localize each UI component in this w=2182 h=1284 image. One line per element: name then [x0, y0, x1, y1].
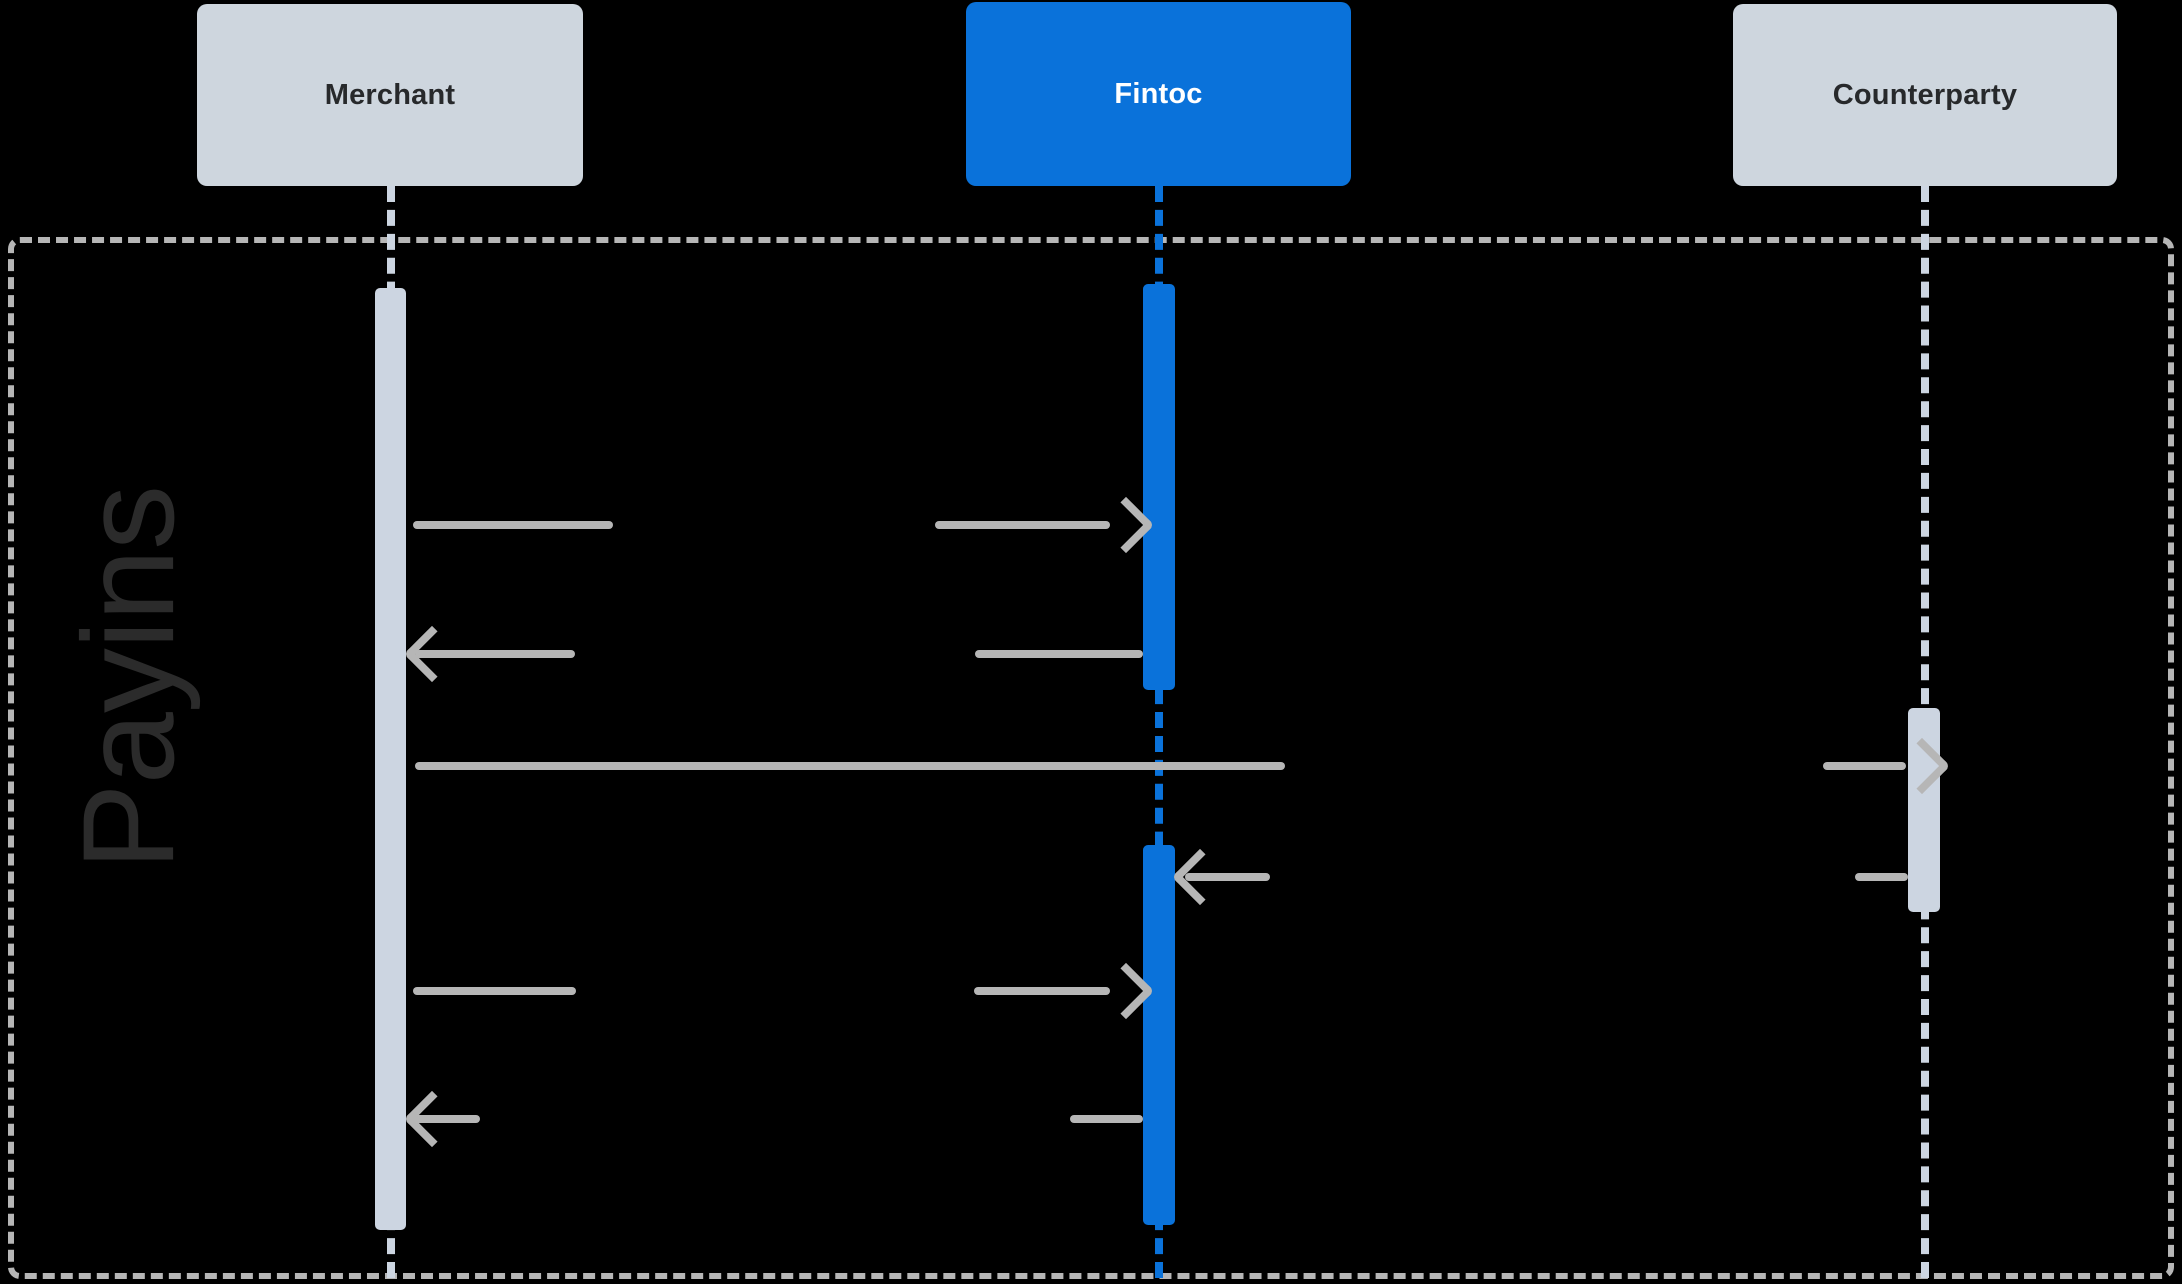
- message-line-3-right: [1823, 762, 1906, 770]
- fragment-title-payins: Payins: [55, 485, 202, 871]
- message-line-2-left: [415, 650, 575, 658]
- message-line-1-right: [935, 521, 1110, 529]
- activation-fintoc-first: [1143, 284, 1175, 690]
- fragment-payins: [8, 237, 2174, 1279]
- message-line-2-right: [975, 650, 1143, 658]
- message-line-4-left: [1185, 873, 1270, 881]
- message-line-4-right: [1855, 873, 1908, 881]
- participant-fintoc[interactable]: Fintoc: [966, 2, 1351, 186]
- activation-fintoc-second: [1143, 845, 1175, 1225]
- message-line-6-right: [1070, 1115, 1143, 1123]
- message-line-5-right: [974, 987, 1110, 995]
- message-line-5-left: [413, 987, 576, 995]
- participant-merchant[interactable]: Merchant: [197, 4, 583, 186]
- participant-label-fintoc: Fintoc: [1114, 77, 1203, 110]
- message-line-3-long: [415, 762, 1285, 770]
- participant-label-counterparty: Counterparty: [1832, 78, 2018, 111]
- activation-merchant: [375, 288, 406, 1230]
- participant-label-merchant: Merchant: [324, 78, 456, 111]
- message-line-6-left: [414, 1115, 480, 1123]
- message-line-1-left: [413, 521, 613, 529]
- activation-counterparty: [1908, 708, 1940, 912]
- lifeline-fintoc: [1155, 186, 1163, 1278]
- participant-counterparty[interactable]: Counterparty: [1733, 4, 2117, 186]
